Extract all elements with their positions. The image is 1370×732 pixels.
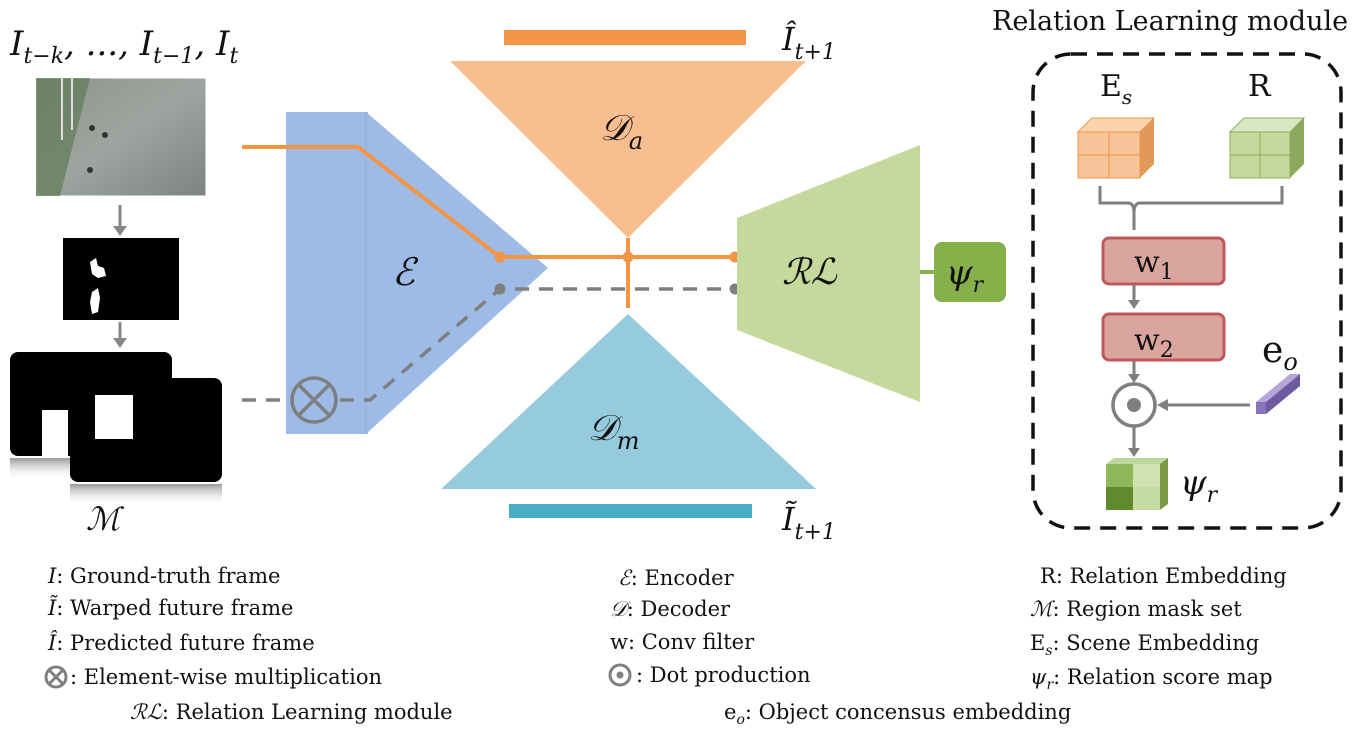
legend-warped: Ĩ: Warped future frame [48,596,294,620]
relation-embedding-label: R [1248,69,1272,104]
legend-dot-icon [608,663,632,687]
decoder-m-block [441,314,816,489]
dot-product-icon [1111,382,1157,428]
element-wise-multiply-icon [290,376,338,424]
legend-predicted: Î: Predicted future frame [48,631,315,655]
segmentation-mask [63,238,179,320]
object-embedding-bar [1256,374,1300,414]
legend-decoder: 𝒟: Decoder [610,597,731,621]
region-mask-set [10,352,222,506]
legend-encoder: ℰ: Encoder [618,566,734,590]
encoder-block [286,112,548,434]
object-embedding-label: eo [1262,330,1298,376]
feature-path-orange [242,145,735,259]
relation-embedding-cube [1228,117,1306,179]
legend-relation-score: ψr: Relation score map [1030,665,1273,694]
relation-learning-block [737,145,920,402]
module-title: Relation Learning module [992,6,1348,37]
warped-future-label: Ĩt+1 [781,500,836,545]
relation-learning-label: ℛℒ [782,252,838,293]
legend-object-embedding: eo: Object concensus embedding [724,700,1072,729]
warped-frame-bar [509,504,752,518]
merge-brace [1098,186,1284,230]
mask-path-gray [340,287,735,402]
module-dashed-frame [1031,52,1343,530]
psi-output-box [934,242,1006,302]
legend-relation-learning: ℛℒ: Relation Learning module [130,700,453,724]
w2-label: w2 [1134,323,1174,363]
w2-conv-box [1101,312,1226,362]
legend-multiplication: : Element-wise multiplication [70,665,382,689]
decoder-a-label: 𝒟a [600,108,643,155]
legend-scene-embedding: Es: Scene Embedding [1030,631,1260,660]
input-frames-label: It−k, ..., It−1, It [9,24,238,69]
psi-output-label: ψr [946,253,985,298]
mask-set-label: ℳ [86,500,125,538]
predicted-frame-bar [504,30,746,45]
legend-dot-production: : Dot production [636,663,811,687]
encoder-label: ℰ [392,250,419,294]
input-frames-stack [35,77,207,197]
legend-multiply-icon [44,665,68,689]
relation-score-label: ψr [1180,463,1219,508]
w1-conv-box [1101,236,1226,286]
relation-score-cube [1106,458,1168,510]
scene-embedding-label: Es [1100,69,1132,109]
scene-embedding-cube [1076,117,1156,179]
legend-conv-filter: w: Conv filter [610,630,755,654]
legend-ground-truth: I: Ground-truth frame [48,564,281,588]
legend-region-mask: ℳ: Region mask set [1030,597,1242,621]
legend-relation-embedding: R: Relation Embedding [1040,564,1287,588]
decoder-a-block [450,61,806,238]
predicted-future-label: Ît+1 [781,20,836,65]
